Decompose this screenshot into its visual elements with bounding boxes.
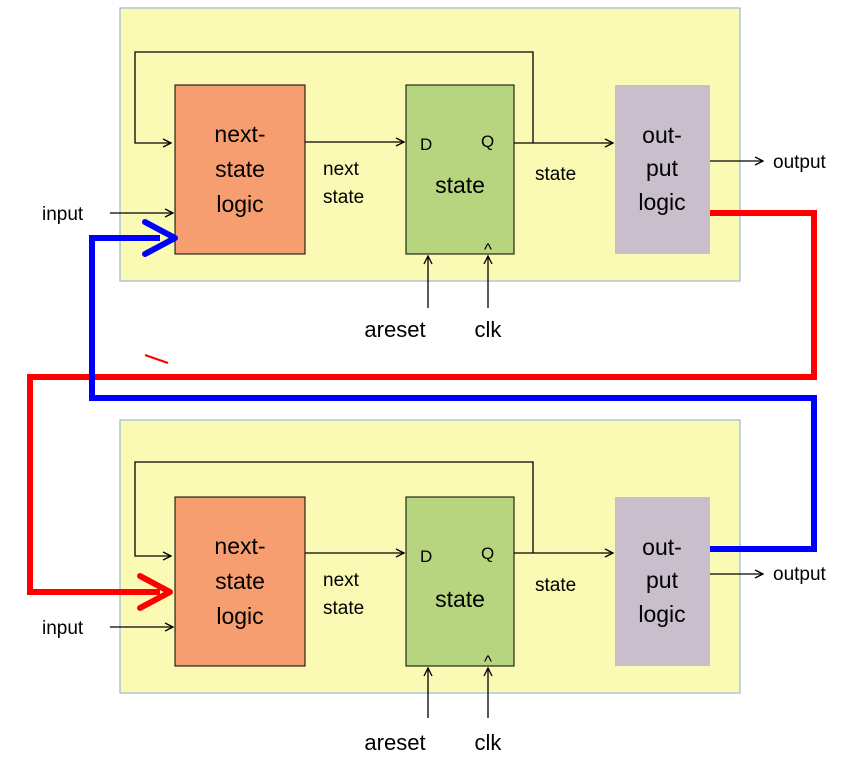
top-state-label: state	[535, 164, 576, 185]
top-fsm: next- state logic D Q state ^ out- put l…	[42, 7, 827, 342]
bottom-state-feedback-wire	[134, 461, 534, 556]
bottom-state-register-pin-d: D	[420, 547, 432, 566]
top-output-logic-line1: out-	[642, 122, 682, 148]
bottom-next-state-logic-block	[174, 496, 306, 667]
top-state-register-pin-d: D	[420, 135, 432, 154]
bottom-output-label: output	[773, 564, 827, 585]
top-state-register-pin-q: Q	[481, 132, 494, 151]
top-next-state-logic-line2: state	[215, 156, 265, 182]
bottom-next-state-logic-line1: next-	[214, 533, 265, 559]
bottom-next-state-logic-line3: logic	[216, 603, 263, 629]
top-state-register-label: state	[435, 172, 485, 198]
bottom-state-register-block	[405, 496, 515, 667]
blue-connection-wire	[89, 235, 817, 552]
top-output-logic-block	[615, 85, 710, 254]
blue-connection-arrowhead	[142, 219, 178, 257]
bottom-input-label: input	[42, 618, 84, 639]
top-output-logic-line3: logic	[638, 189, 685, 215]
top-output-label: output	[773, 152, 827, 173]
top-areset-label: areset	[364, 317, 425, 342]
top-output-logic-line2: put	[646, 155, 679, 181]
bottom-fsm: next- state logic D Q state ^ out- put l…	[42, 419, 827, 755]
top-next-state-label-line2: state	[323, 187, 364, 208]
top-input-label: input	[42, 204, 84, 225]
top-next-state-logic-line1: next-	[214, 121, 265, 147]
top-clk-label: clk	[475, 317, 503, 342]
bottom-next-state-logic-line2: state	[215, 568, 265, 594]
top-state-register-block	[405, 84, 515, 255]
bottom-clk-label: clk	[475, 730, 503, 755]
top-next-state-label-line1: next	[323, 159, 360, 180]
bottom-state-register-label: state	[435, 586, 485, 612]
top-next-state-logic-block	[174, 84, 306, 255]
bottom-next-state-label-line1: next	[323, 570, 360, 591]
bottom-next-state-label-line2: state	[323, 598, 364, 619]
blue-connection	[89, 219, 817, 552]
top-state-register-clock-mark: ^	[484, 240, 492, 259]
top-state-feedback-wire	[134, 51, 534, 143]
bottom-areset-label: areset	[364, 730, 425, 755]
red-connection-wire	[27, 210, 817, 595]
bottom-state-register-clock-mark: ^	[484, 652, 492, 671]
bottom-state-register-pin-q: Q	[481, 544, 494, 563]
bottom-state-label: state	[535, 575, 576, 596]
red-connection	[27, 210, 817, 611]
bottom-output-logic-line2: put	[646, 567, 679, 593]
bottom-output-logic-line3: logic	[638, 601, 685, 627]
top-next-state-logic-line3: logic	[216, 191, 263, 217]
bottom-output-logic-line1: out-	[642, 534, 682, 560]
red-stray-mark	[144, 354, 169, 364]
bottom-output-logic-block	[615, 497, 710, 666]
red-connection-arrowhead	[137, 573, 173, 611]
